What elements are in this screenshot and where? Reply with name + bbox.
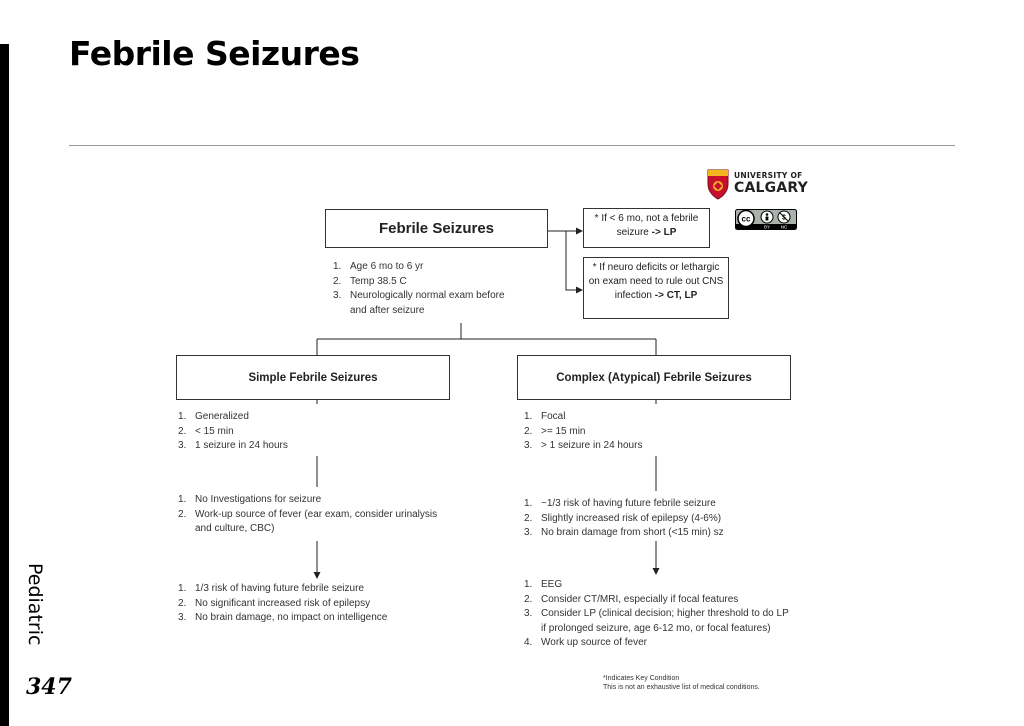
- list-item: 3.No brain damage, no impact on intellig…: [178, 612, 388, 623]
- list-item: 1.Age 6 mo to 6 yr: [333, 261, 424, 272]
- svg-text:$: $: [782, 215, 786, 222]
- note-2-text: * If neuro deficits or lethargic on exam…: [588, 262, 724, 301]
- list-item: and after seizure: [350, 304, 425, 316]
- simple-criteria-list: 1.Generalized 2.< 15 min 3.1 seizure in …: [178, 410, 438, 454]
- footnote-line-1: *Indicates Key Condition: [603, 675, 680, 682]
- main-criteria-list: 1.Age 6 mo to 6 yr 2.Temp 38.5 C 3.Neuro…: [333, 260, 523, 318]
- page-title: Febrile Seizures: [69, 34, 360, 73]
- logo-line-1: UNIVERSITY OF: [734, 171, 803, 180]
- note-1-bold: -> LP: [651, 227, 677, 238]
- list-item: 2.< 15 min: [178, 425, 234, 437]
- crest-icon: [707, 169, 729, 200]
- list-item: 3.Consider LP (clinical decision; higher…: [524, 608, 789, 634]
- list-item: 3.No brain damage from short (<15 min) s…: [524, 527, 724, 538]
- connector-main-to-note2: [565, 231, 583, 294]
- list-item: 2.Consider CT/MRI, especially if focal f…: [524, 593, 739, 605]
- list-item: 2.Temp 38.5 C: [333, 275, 407, 287]
- sidebar-bar: [0, 44, 9, 726]
- list-item: 1.Generalized: [178, 411, 249, 422]
- logo-line-2: CALGARY: [734, 180, 808, 196]
- note-under-6-months: * If < 6 mo, not a febrile seizure -> LP: [583, 208, 710, 248]
- cc-license-badge: cc $ BY NC: [735, 209, 797, 230]
- footnote-line-2: This is not an exhaustive list of medica…: [603, 684, 760, 691]
- list-item: 3.Neurologically normal exam before: [333, 290, 505, 301]
- simple-prognosis-list: 1.1/3 risk of having future febrile seiz…: [178, 582, 448, 626]
- list-item: 4.Work up source of fever: [524, 637, 647, 648]
- cc-icon: [737, 209, 755, 228]
- simple-febrile-box: Simple Febrile Seizures: [176, 355, 450, 400]
- complex-prognosis-list: 1.~1/3 risk of having future febrile sei…: [524, 497, 794, 541]
- list-item: 1.Focal: [524, 411, 566, 422]
- list-item: 2.No significant increased risk of epile…: [178, 597, 371, 609]
- cc-icon-text: cc: [742, 215, 751, 224]
- list-item: 1.No Investigations for seizure: [178, 494, 322, 505]
- complex-febrile-box: Complex (Atypical) Febrile Seizures: [517, 355, 791, 400]
- title-divider: [69, 145, 955, 146]
- simple-management-list: 1.No Investigations for seizure 2.Work-u…: [178, 493, 448, 537]
- note-2-bold: -> CT, LP: [654, 290, 698, 301]
- list-item: 2.>= 15 min: [524, 425, 586, 437]
- complex-criteria-list: 1.Focal 2.>= 15 min 3.> 1 seizure in 24 …: [524, 410, 784, 454]
- list-item: 2.Work-up source of fever (ear exam, con…: [178, 508, 438, 535]
- list-item: 2.Slightly increased risk of epilepsy (4…: [524, 512, 722, 524]
- note-neuro-deficits: * If neuro deficits or lethargic on exam…: [583, 257, 729, 319]
- list-item: 1.1/3 risk of having future febrile seiz…: [178, 583, 364, 594]
- nc-label: NC: [781, 225, 788, 230]
- list-item: 1.EEG: [524, 579, 563, 590]
- complex-management-list: 1.EEG 2.Consider CT/MRI, especially if f…: [524, 578, 796, 651]
- note-1-text: * If < 6 mo, not a febrile seizure: [594, 213, 699, 238]
- by-label: BY: [764, 225, 770, 230]
- list-item: 1.~1/3 risk of having future febrile sei…: [524, 498, 716, 509]
- university-logo: UNIVERSITY OF CALGARY: [706, 168, 816, 202]
- page-number: 347: [26, 674, 72, 700]
- main-box: Febrile Seizures: [325, 209, 548, 248]
- footnote: *Indicates Key Condition This is not an …: [603, 674, 760, 692]
- list-item: 3.> 1 seizure in 24 hours: [524, 440, 643, 451]
- list-item: 3.1 seizure in 24 hours: [178, 440, 288, 451]
